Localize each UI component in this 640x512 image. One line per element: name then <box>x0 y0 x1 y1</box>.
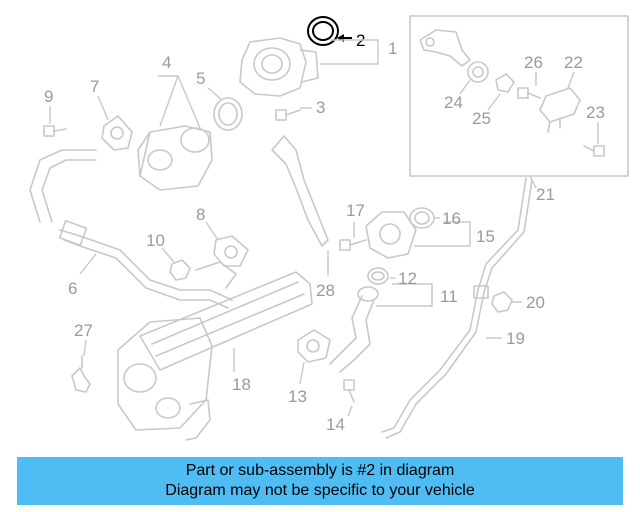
label-9[interactable]: 9 <box>44 87 53 106</box>
leader-6 <box>79 253 97 275</box>
leader-21 <box>529 175 537 189</box>
label-24[interactable]: 24 <box>444 93 463 112</box>
leader-14 <box>347 405 353 417</box>
info-banner: Part or sub-assembly is #2 in diagram Di… <box>17 457 623 505</box>
label-20[interactable]: 20 <box>526 293 545 312</box>
label-8[interactable]: 8 <box>196 205 205 224</box>
part-15-water-outlet[interactable] <box>365 211 417 259</box>
label-14[interactable]: 14 <box>326 415 345 434</box>
inset-bracket[interactable] <box>419 29 471 67</box>
part-9-bolt[interactable] <box>43 125 67 137</box>
part-13-gasket[interactable] <box>297 329 331 363</box>
label-21[interactable]: 21 <box>536 185 555 204</box>
label-3[interactable]: 3 <box>316 98 325 117</box>
part-19-tube[interactable] <box>381 285 489 439</box>
label-15[interactable]: 15 <box>476 227 495 246</box>
part-5-gasket[interactable] <box>213 97 243 131</box>
leader-4 <box>158 75 201 129</box>
part-26-bolt[interactable] <box>517 87 541 99</box>
label-5[interactable]: 5 <box>196 69 205 88</box>
leader-10 <box>161 247 175 263</box>
label-11[interactable]: 11 <box>440 287 458 306</box>
leader-22 <box>567 71 575 89</box>
label-1[interactable]: 1 <box>388 39 397 58</box>
part-22-pressure-sensor[interactable] <box>539 87 581 133</box>
label-19[interactable]: 19 <box>506 329 525 348</box>
banner-line-1: Part or sub-assembly is #2 in diagram <box>185 462 455 479</box>
banner-line-2: Diagram may not be specific to your vehi… <box>165 482 475 499</box>
part-21-tube[interactable] <box>477 177 533 293</box>
part-14-bolt[interactable] <box>343 379 355 403</box>
label-17[interactable]: 17 <box>346 201 365 220</box>
leader-15 <box>414 221 471 247</box>
inset-box <box>409 15 629 177</box>
leader-24 <box>459 79 471 95</box>
leader-27 <box>83 339 87 357</box>
part-25-collar[interactable] <box>495 73 515 93</box>
label-18[interactable]: 18 <box>232 375 251 394</box>
leader-25 <box>487 93 501 111</box>
label-26[interactable]: 26 <box>524 53 543 72</box>
part-10-nut[interactable] <box>169 259 191 281</box>
leader-5 <box>207 87 223 101</box>
part-1-egr-valve[interactable] <box>239 37 319 97</box>
part-17-bolt[interactable] <box>339 239 367 251</box>
label-7[interactable]: 7 <box>90 77 99 96</box>
part-6-pipe[interactable] <box>29 149 237 309</box>
leader-11 <box>376 283 433 307</box>
part-20-nut[interactable] <box>491 291 513 313</box>
parts-diagram: 2 1 3 4 5 7 9 <box>29 15 629 441</box>
leader-8 <box>205 221 219 241</box>
label-23[interactable]: 23 <box>586 103 605 122</box>
part-23-bolt[interactable] <box>583 145 605 157</box>
part-28-bracket[interactable] <box>271 135 329 247</box>
label-27[interactable]: 27 <box>74 321 93 340</box>
part-27-sensor[interactable] <box>71 355 91 393</box>
label-16[interactable]: 16 <box>442 209 461 228</box>
leader-1 <box>320 39 379 65</box>
leader-7 <box>97 95 109 121</box>
label-10[interactable]: 10 <box>146 231 165 250</box>
part-12-seal[interactable] <box>367 267 389 285</box>
label-6[interactable]: 6 <box>68 279 77 298</box>
part-7-gasket[interactable] <box>101 115 133 151</box>
label-4[interactable]: 4 <box>162 53 171 72</box>
part-4-egr-valve-assembly[interactable] <box>137 125 213 191</box>
part-18-egr-cooler[interactable] <box>117 271 313 441</box>
label-28[interactable]: 28 <box>316 281 335 300</box>
label-13[interactable]: 13 <box>288 387 307 406</box>
part-3-bolt[interactable] <box>275 109 301 121</box>
part-16-gasket[interactable] <box>409 207 435 229</box>
leader-13 <box>299 361 305 385</box>
part-24-damper[interactable] <box>467 61 489 83</box>
part-11-pipe[interactable] <box>329 286 379 373</box>
part-8-gasket[interactable] <box>213 235 249 267</box>
label-22[interactable]: 22 <box>564 53 583 72</box>
part-2-gasket[interactable] <box>307 16 339 46</box>
label-12[interactable]: 12 <box>398 269 417 288</box>
label-25[interactable]: 25 <box>472 109 491 128</box>
